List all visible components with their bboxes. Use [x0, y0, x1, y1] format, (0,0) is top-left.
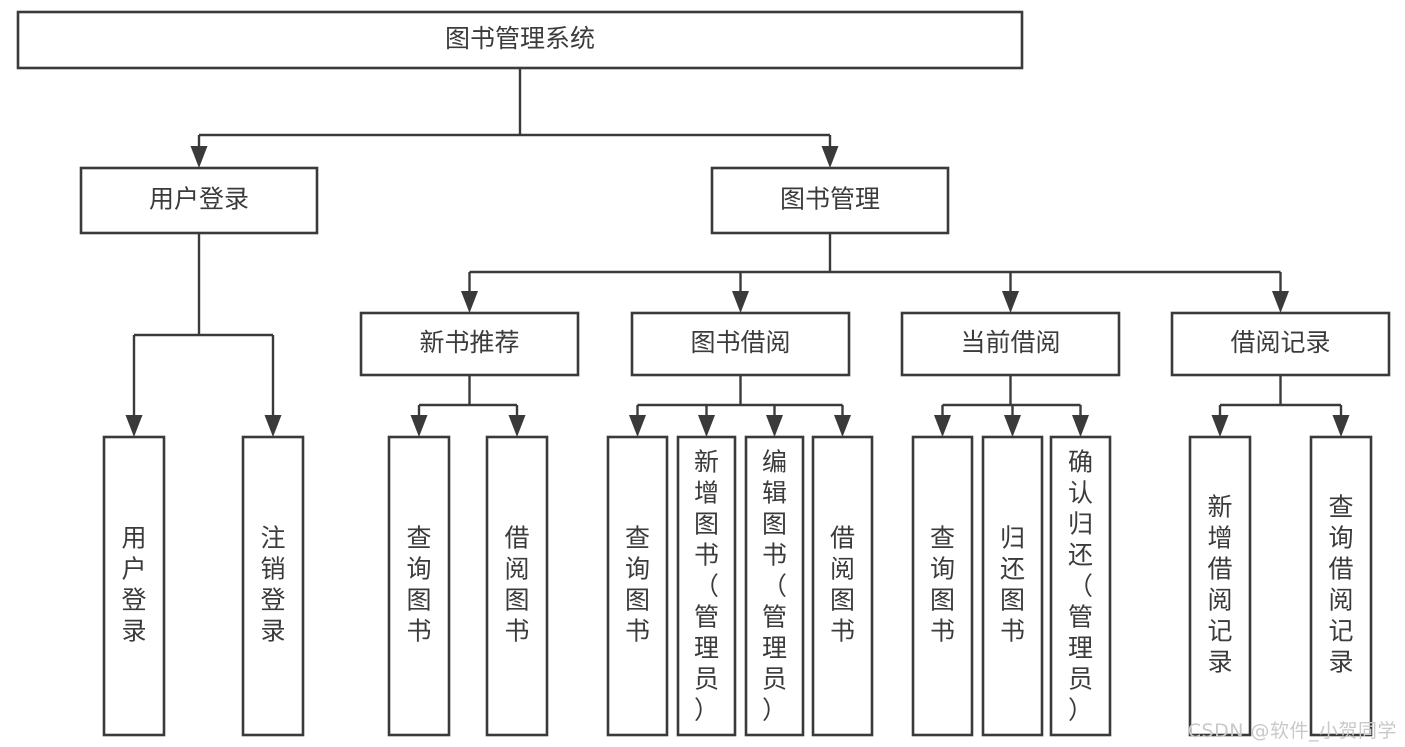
node-查询图书-leaf-2[interactable]: 查询图书 — [387, 435, 451, 737]
arrow-to-l3-2-head — [1002, 291, 1019, 313]
node-确认归还管理员-leaf-10[interactable]: 确认归还（管理员） — [1049, 435, 1112, 737]
node-图书借阅-l3-label: 图书借阅 — [690, 328, 790, 357]
node-当前借阅-l3-box[interactable] — [900, 311, 1121, 377]
arrow-to-leaf-1-3-head — [834, 415, 851, 437]
arrow-to-user-leaf-1-head — [264, 415, 282, 437]
node-用户登录-leaf-0-box[interactable] — [102, 435, 166, 737]
node-新增图书管理员-leaf-5[interactable]: 新增图书（管理员） — [676, 435, 737, 737]
node-查询图书-leaf-8-label: 查询图书 — [930, 524, 955, 646]
node-图书管理-l2[interactable]: 图书管理 — [710, 166, 950, 235]
node-查询图书-leaf-8-box[interactable] — [911, 435, 974, 737]
node-查询借阅记录-leaf-12-label: 查询借阅记录 — [1328, 493, 1353, 677]
node-图书管理系统-root[interactable]: 图书管理系统 — [16, 10, 1024, 70]
node-查询图书-leaf-4[interactable]: 查询图书 — [606, 435, 669, 737]
arrow-to-user-leaf-0-head — [125, 415, 143, 437]
node-借阅记录-l3-box[interactable] — [1170, 311, 1391, 377]
node-layer: 图书管理系统用户登录图书管理新书推荐图书借阅当前借阅借阅记录用户登录注销登录查询… — [16, 10, 1391, 737]
node-用户登录-leaf-0[interactable]: 用户登录 — [102, 435, 166, 737]
node-用户登录-l2[interactable]: 用户登录 — [79, 166, 319, 235]
node-注销登录-leaf-1-box[interactable] — [241, 435, 305, 737]
node-借阅图书-leaf-7-label: 借阅图书 — [830, 524, 855, 646]
connector-layer — [125, 68, 1350, 437]
node-用户登录-l2-box[interactable] — [79, 166, 319, 235]
arrow-to-l2-0-head — [190, 146, 208, 168]
node-当前借阅-l3[interactable]: 当前借阅 — [900, 311, 1121, 377]
node-新增借阅记录-leaf-11-box[interactable] — [1188, 435, 1252, 737]
arrow-to-leaf-0-1-head — [508, 415, 526, 437]
node-借阅图书-leaf-3-box[interactable] — [485, 435, 549, 737]
node-图书管理-l2-label: 图书管理 — [780, 185, 880, 214]
arrow-to-leaf-1-1-head — [698, 415, 715, 437]
node-借阅图书-leaf-3-label: 借阅图书 — [504, 524, 529, 646]
node-编辑图书管理员-leaf-6-box[interactable] — [744, 435, 805, 737]
node-新书推荐-l3[interactable]: 新书推荐 — [359, 311, 580, 377]
csdn-watermark: CSDN @软件_小贺同学 — [1187, 720, 1397, 742]
node-新书推荐-l3-label: 新书推荐 — [419, 328, 519, 357]
arrow-to-leaf-0-0-head — [410, 415, 428, 437]
node-归还图书-leaf-9[interactable]: 归还图书 — [981, 435, 1044, 737]
node-新增图书管理员-leaf-5-box[interactable] — [676, 435, 737, 737]
node-借阅记录-l3[interactable]: 借阅记录 — [1170, 311, 1391, 377]
node-当前借阅-l3-label: 当前借阅 — [960, 328, 1060, 357]
node-新书推荐-l3-box[interactable] — [359, 311, 580, 377]
node-图书管理系统-root-label: 图书管理系统 — [445, 24, 595, 53]
node-借阅记录-l3-label: 借阅记录 — [1230, 328, 1330, 357]
arrow-to-leaf-1-2-head — [766, 415, 783, 437]
arrow-to-l3-1-head — [732, 291, 749, 313]
node-查询图书-leaf-4-box[interactable] — [606, 435, 669, 737]
node-图书借阅-l3[interactable]: 图书借阅 — [630, 311, 851, 377]
node-借阅图书-leaf-7[interactable]: 借阅图书 — [811, 435, 874, 737]
node-确认归还管理员-leaf-10-box[interactable] — [1049, 435, 1112, 737]
node-编辑图书管理员-leaf-6-label: 编辑图书（管理员） — [762, 448, 787, 725]
node-图书管理系统-root-box[interactable] — [16, 10, 1024, 70]
node-查询图书-leaf-4-label: 查询图书 — [625, 524, 650, 646]
node-注销登录-leaf-1[interactable]: 注销登录 — [241, 435, 305, 737]
arrow-to-leaf-1-0-head — [629, 415, 646, 437]
arrow-to-leaf-3-0-head — [1211, 415, 1229, 437]
arrow-to-l2-1-head — [821, 146, 839, 168]
node-新增借阅记录-leaf-11[interactable]: 新增借阅记录 — [1188, 435, 1252, 737]
arrow-to-leaf-2-1-head — [1004, 415, 1021, 437]
node-图书借阅-l3-box[interactable] — [630, 311, 851, 377]
node-注销登录-leaf-1-label: 注销登录 — [260, 524, 285, 646]
arrow-to-l3-3-head — [1272, 291, 1289, 313]
node-借阅图书-leaf-7-box[interactable] — [811, 435, 874, 737]
node-借阅图书-leaf-3[interactable]: 借阅图书 — [485, 435, 549, 737]
node-确认归还管理员-leaf-10-label: 确认归还（管理员） — [1068, 448, 1093, 725]
node-查询图书-leaf-2-label: 查询图书 — [406, 524, 431, 646]
node-新增图书管理员-leaf-5-label: 新增图书（管理员） — [694, 448, 719, 725]
node-图书管理-l2-box[interactable] — [710, 166, 950, 235]
node-用户登录-leaf-0-label: 用户登录 — [121, 524, 146, 646]
node-查询图书-leaf-8[interactable]: 查询图书 — [911, 435, 974, 737]
node-新增借阅记录-leaf-11-label: 新增借阅记录 — [1207, 493, 1232, 677]
arrow-to-leaf-3-1-head — [1332, 415, 1350, 437]
node-查询图书-leaf-2-box[interactable] — [387, 435, 451, 737]
node-查询借阅记录-leaf-12-box[interactable] — [1309, 435, 1373, 737]
arrow-to-leaf-2-0-head — [934, 415, 951, 437]
node-归还图书-leaf-9-box[interactable] — [981, 435, 1044, 737]
node-用户登录-l2-label: 用户登录 — [149, 185, 249, 214]
node-编辑图书管理员-leaf-6[interactable]: 编辑图书（管理员） — [744, 435, 805, 737]
arrow-to-leaf-2-2-head — [1072, 415, 1089, 437]
arrow-to-l3-0-head — [461, 291, 478, 313]
node-查询借阅记录-leaf-12[interactable]: 查询借阅记录 — [1309, 435, 1373, 737]
node-归还图书-leaf-9-label: 归还图书 — [1000, 524, 1025, 646]
